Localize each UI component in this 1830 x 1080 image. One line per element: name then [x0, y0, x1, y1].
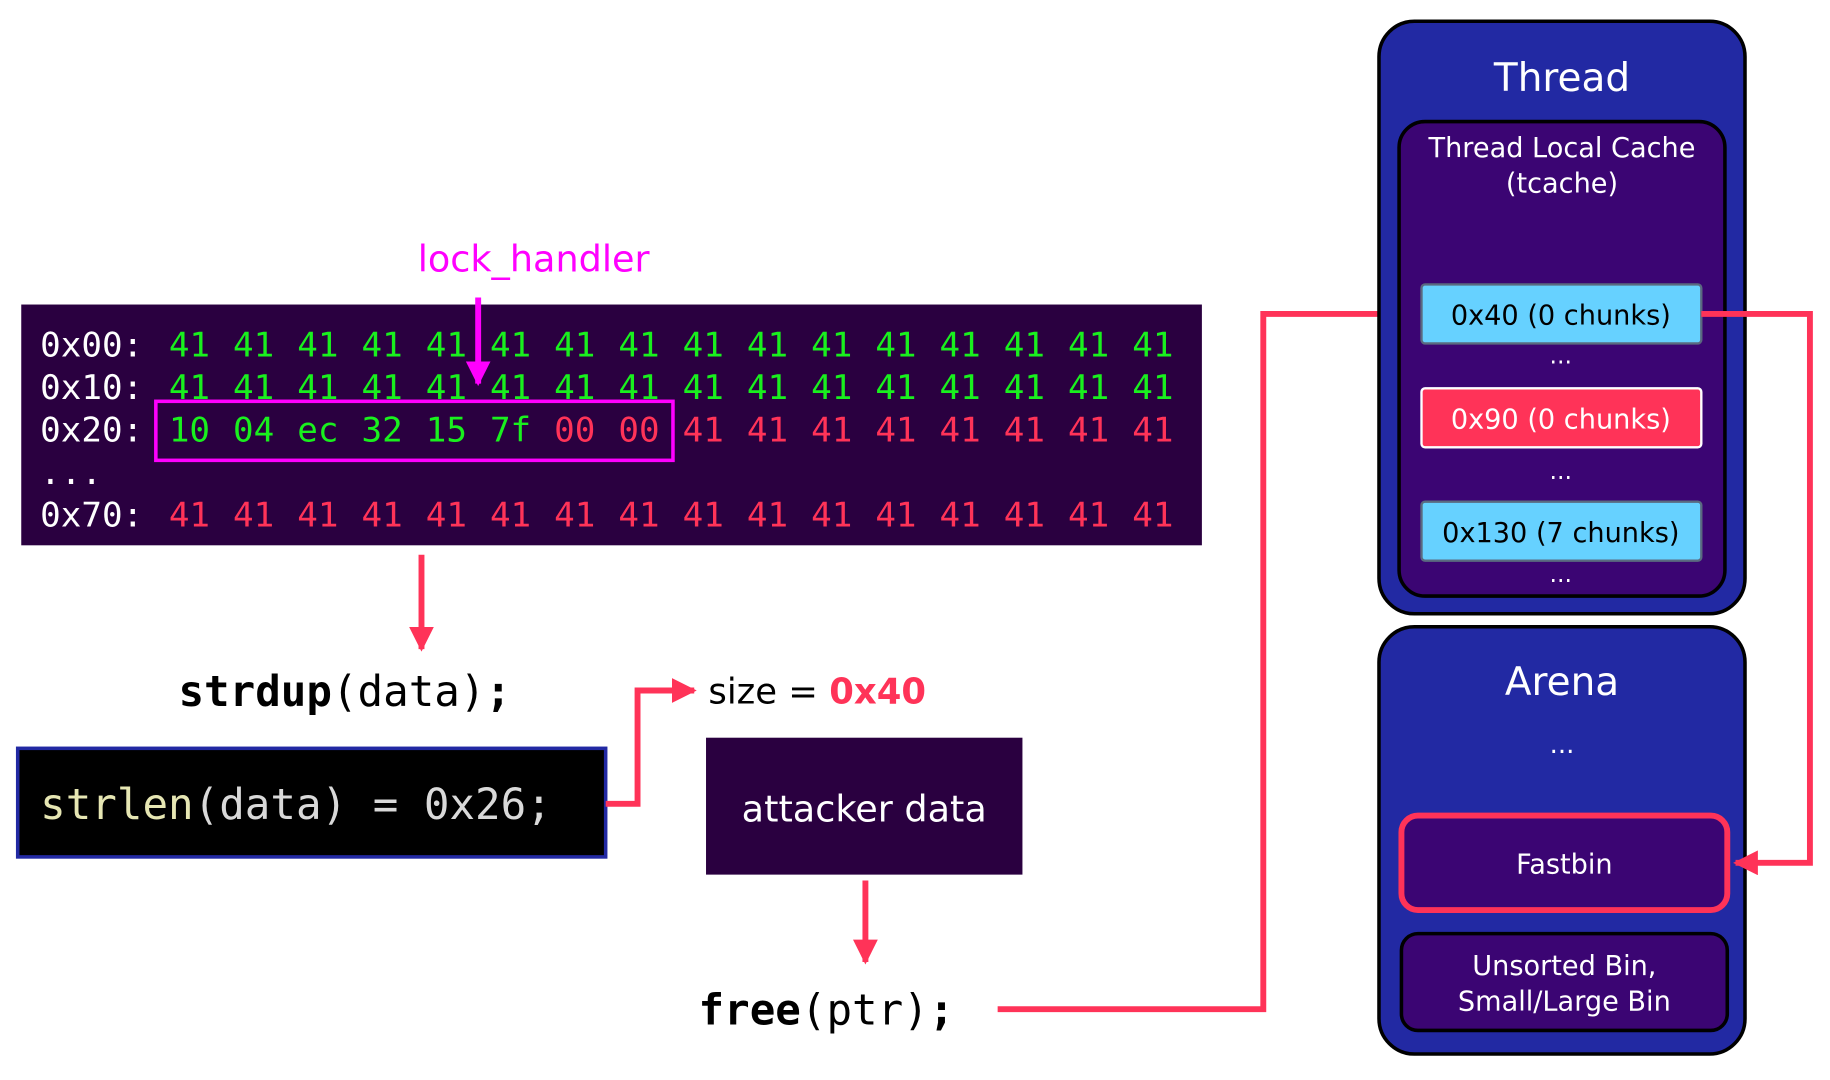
tcache-ellipsis: ...: [1550, 342, 1573, 370]
hex-byte: 41: [1004, 495, 1045, 535]
hex-byte: 41: [426, 495, 467, 535]
strlen-code-box: strlen(data) = 0x26;: [15, 746, 608, 859]
hex-byte: 41: [426, 325, 467, 365]
hex-byte: 41: [1068, 410, 1109, 450]
svg-text:Thread Local Cache: Thread Local Cache: [1428, 133, 1696, 164]
svg-text:...: ...: [1550, 730, 1575, 760]
svg-text:attacker data: attacker data: [742, 788, 987, 831]
svg-text:0x40 (0 chunks): 0x40 (0 chunks): [1451, 301, 1671, 332]
hex-byte: 41: [490, 325, 531, 365]
hex-byte: 41: [940, 368, 981, 408]
hex-byte: 04: [233, 410, 274, 450]
hex-byte: 7f: [490, 410, 531, 450]
hex-byte: 41: [233, 325, 274, 365]
attacker-data-chunk: attacker data: [706, 737, 1023, 875]
hex-byte: 41: [747, 495, 788, 535]
hex-byte: 15: [426, 410, 467, 450]
hex-byte: 00: [618, 410, 659, 450]
svg-text:Unsorted Bin,: Unsorted Bin,: [1472, 951, 1656, 982]
lock-handler-label: lock_handler: [418, 237, 651, 280]
tcache-bin-0x40[interactable]: 0x40 (0 chunks): [1420, 283, 1703, 345]
hex-byte: 41: [683, 325, 724, 365]
arrow-tcache-to-fastbin: [1701, 311, 1813, 876]
hex-byte: 41: [875, 495, 916, 535]
hex-byte: 41: [297, 495, 338, 535]
svg-text:(tcache): (tcache): [1506, 168, 1618, 199]
hex-byte: 41: [1004, 410, 1045, 450]
fastbin-box[interactable]: Fastbin: [1398, 812, 1731, 913]
svg-text:Small/Large Bin: Small/Large Bin: [1458, 986, 1671, 1017]
tcache-ellipsis: ...: [1550, 457, 1573, 485]
hex-byte: 41: [747, 368, 788, 408]
hex-byte: 41: [554, 495, 595, 535]
hex-address: 0x70:: [40, 495, 143, 535]
hex-byte: 00: [554, 410, 595, 450]
hex-byte: 41: [811, 410, 852, 450]
hex-address: ...: [40, 453, 102, 493]
tcache-bin-0x130[interactable]: 0x130 (7 chunks): [1420, 500, 1703, 562]
hex-byte: 41: [1132, 495, 1173, 535]
tcache-bin-0x90[interactable]: 0x90 (0 chunks): [1420, 387, 1703, 449]
hex-byte: 10: [169, 410, 210, 450]
hex-byte: 41: [875, 410, 916, 450]
hex-byte: 41: [683, 495, 724, 535]
thread-box: Thread Thread Local Cache (tcache) 0x40 …: [1377, 19, 1747, 616]
hex-byte: 41: [1068, 325, 1109, 365]
hex-byte: 41: [683, 410, 724, 450]
hex-byte: 41: [362, 325, 403, 365]
hex-byte: 41: [233, 495, 274, 535]
hex-byte: 41: [940, 325, 981, 365]
hex-byte: 41: [747, 410, 788, 450]
hex-byte: 41: [811, 495, 852, 535]
hex-byte: 41: [169, 325, 210, 365]
svg-text:Thread: Thread: [1493, 56, 1630, 101]
hex-byte: 41: [618, 325, 659, 365]
hex-byte: 41: [169, 495, 210, 535]
hex-byte: 41: [940, 410, 981, 450]
hex-byte: 41: [1132, 410, 1173, 450]
hex-byte: 32: [362, 410, 403, 450]
svg-text:0x90 (0 chunks): 0x90 (0 chunks): [1451, 404, 1671, 435]
arena-box: Arena ... Fastbin Unsorted Bin, Small/La…: [1377, 624, 1747, 1056]
hex-byte: 41: [1004, 325, 1045, 365]
free-call: free(ptr);: [699, 987, 955, 1036]
hex-byte: 41: [683, 368, 724, 408]
hex-address: 0x20:: [40, 410, 143, 450]
hex-byte: 41: [554, 325, 595, 365]
hex-byte: 41: [1068, 495, 1109, 535]
hex-byte: 41: [875, 325, 916, 365]
svg-text:0x130 (7 chunks): 0x130 (7 chunks): [1442, 518, 1679, 549]
hex-byte: ec: [297, 410, 338, 450]
hex-address: 0x10:: [40, 368, 143, 408]
hex-byte: 41: [1132, 325, 1173, 365]
size-label: size = 0x40: [708, 671, 926, 712]
hex-byte: 41: [811, 325, 852, 365]
hex-byte: 41: [747, 325, 788, 365]
other-bins-box[interactable]: Unsorted Bin, Small/Large Bin: [1399, 931, 1730, 1033]
tcache-ellipsis: ...: [1550, 560, 1573, 588]
tcache-box: Thread Local Cache (tcache): [1397, 119, 1727, 598]
arrow-free-to-tcache: [997, 301, 1417, 1013]
svg-text:Fastbin: Fastbin: [1516, 849, 1613, 880]
hex-byte: 41: [618, 495, 659, 535]
hex-byte: 41: [297, 325, 338, 365]
hex-byte: 41: [1132, 368, 1173, 408]
hex-byte: 41: [811, 368, 852, 408]
svg-text:Arena: Arena: [1505, 660, 1619, 705]
hexdump-rows: 0x00: 41 41 41 41 41 41 41 41 41 41 41 41 41 41 41 41 0x1…: [40, 325, 1173, 535]
hex-byte: 41: [940, 495, 981, 535]
hex-byte: 41: [362, 495, 403, 535]
arrow-to-size: [605, 678, 697, 807]
hex-byte: 41: [1068, 368, 1109, 408]
hex-byte: 41: [1004, 368, 1045, 408]
hex-byte: 41: [875, 368, 916, 408]
pointer-highlight-box: [154, 399, 675, 463]
svg-text:strlen(data) = 0x26;: strlen(data) = 0x26;: [40, 781, 552, 830]
hex-byte: 41: [490, 495, 531, 535]
strdup-call: strdup(data);: [178, 668, 511, 717]
hex-address: 0x00:: [40, 325, 143, 365]
hexdump-panel: 0x00: 41 41 41 41 41 41 41 41 41 41 41 41 41 41 41 41 0x1…: [21, 304, 1202, 546]
